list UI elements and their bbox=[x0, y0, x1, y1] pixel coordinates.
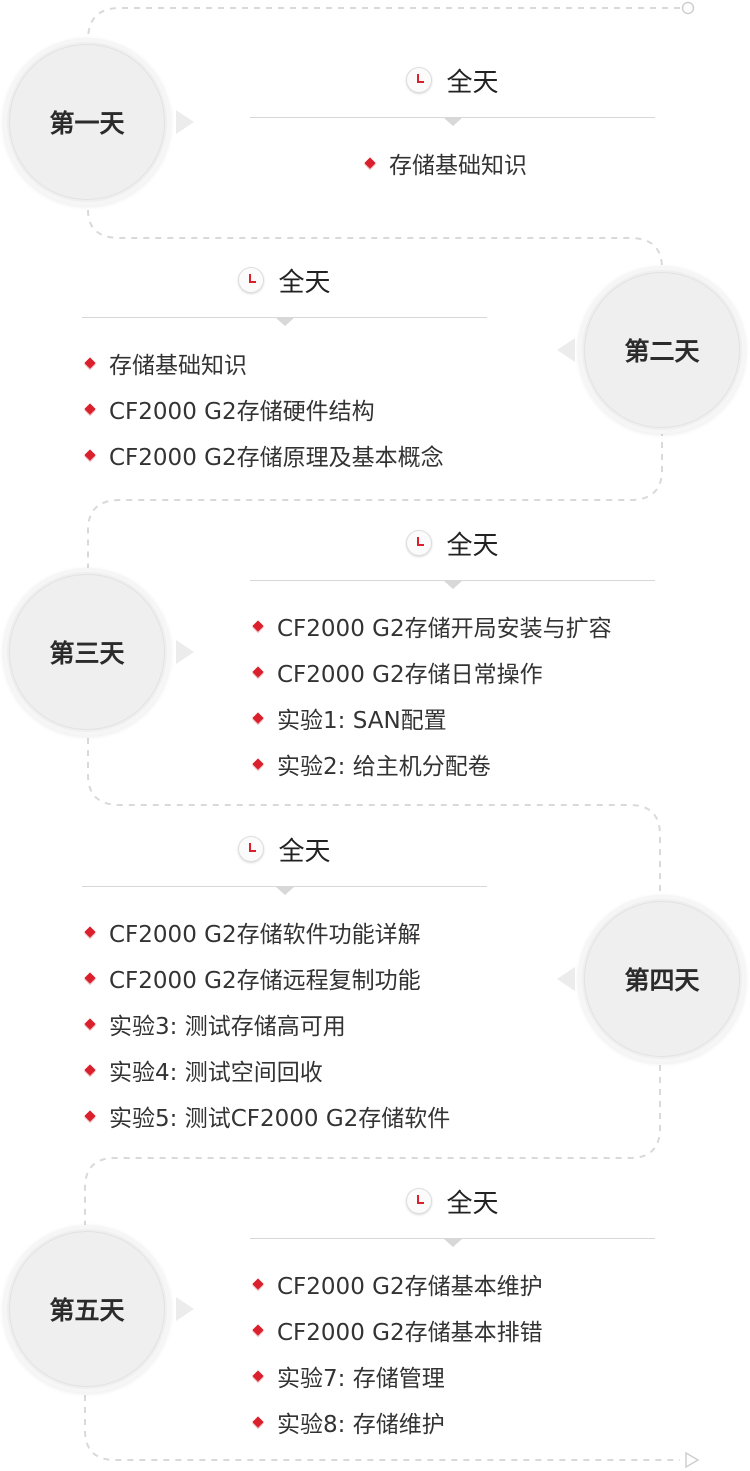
list-item: CF2000 G2存储开局安装与扩容 bbox=[250, 603, 655, 649]
list-item: 存储基础知识 bbox=[250, 140, 655, 186]
diamond-bullet-icon bbox=[252, 712, 264, 724]
list-item: CF2000 G2存储原理及基本概念 bbox=[82, 432, 487, 478]
day-block-3: 全天 CF2000 G2存储开局安装与扩容 CF2000 G2存储日常操作 实验… bbox=[250, 518, 655, 787]
item-list: CF2000 G2存储开局安装与扩容 CF2000 G2存储日常操作 实验1: … bbox=[250, 581, 655, 787]
item-list: CF2000 G2存储基本维护 CF2000 G2存储基本排错 实验7: 存储管… bbox=[250, 1239, 655, 1445]
list-item: 实验3: 测试存储高可用 bbox=[82, 1001, 487, 1047]
pointer-icon bbox=[176, 1297, 194, 1321]
circle-end-icon bbox=[681, 1, 695, 15]
list-item: 实验5: 测试CF2000 G2存储软件 bbox=[82, 1093, 487, 1139]
clock-icon bbox=[238, 836, 265, 862]
item-list: CF2000 G2存储软件功能详解 CF2000 G2存储远程复制功能 实验3:… bbox=[82, 887, 487, 1139]
divider bbox=[82, 317, 487, 326]
pointer-icon bbox=[176, 110, 194, 134]
day-circle-5: 第五天 bbox=[3, 1225, 171, 1393]
arrow-end-icon bbox=[685, 1451, 700, 1469]
diamond-bullet-icon bbox=[252, 1416, 264, 1428]
day-circle-2: 第二天 bbox=[578, 266, 746, 434]
list-item: CF2000 G2存储基本维护 bbox=[250, 1261, 655, 1307]
diamond-bullet-icon bbox=[84, 1064, 96, 1076]
diamond-bullet-icon bbox=[84, 403, 96, 415]
time-header: 全天 bbox=[250, 1176, 655, 1226]
list-item: 实验8: 存储维护 bbox=[250, 1399, 655, 1445]
day-label: 第四天 bbox=[624, 966, 700, 995]
divider bbox=[250, 580, 655, 589]
time-header: 全天 bbox=[250, 518, 655, 568]
diamond-bullet-icon bbox=[84, 926, 96, 938]
list-item: 存储基础知识 bbox=[82, 340, 487, 386]
time-label: 全天 bbox=[446, 1188, 499, 1219]
divider bbox=[250, 1238, 655, 1247]
time-label: 全天 bbox=[446, 67, 499, 98]
day-circle-4: 第四天 bbox=[578, 895, 746, 1063]
time-header: 全天 bbox=[250, 55, 655, 105]
time-label: 全天 bbox=[278, 267, 331, 298]
diamond-bullet-icon bbox=[252, 620, 264, 632]
diamond-bullet-icon bbox=[84, 1018, 96, 1030]
list-item: CF2000 G2存储软件功能详解 bbox=[82, 909, 487, 955]
diamond-bullet-icon bbox=[364, 157, 376, 169]
day-block-2: 全天 存储基础知识 CF2000 G2存储硬件结构 CF2000 G2存储原理及… bbox=[82, 255, 487, 478]
day-block-5: 全天 CF2000 G2存储基本维护 CF2000 G2存储基本排错 实验7: … bbox=[250, 1176, 655, 1445]
clock-icon bbox=[406, 1188, 433, 1214]
divider bbox=[82, 886, 487, 895]
list-item: 实验1: SAN配置 bbox=[250, 695, 655, 741]
diamond-bullet-icon bbox=[252, 758, 264, 770]
list-item: 实验7: 存储管理 bbox=[250, 1353, 655, 1399]
diamond-bullet-icon bbox=[252, 1370, 264, 1382]
time-label: 全天 bbox=[446, 530, 499, 561]
day-block-1: 全天 存储基础知识 bbox=[250, 55, 655, 186]
pointer-icon bbox=[557, 338, 575, 362]
day-label: 第五天 bbox=[49, 1296, 125, 1325]
diamond-bullet-icon bbox=[84, 357, 96, 369]
day-label: 第二天 bbox=[624, 337, 700, 366]
time-header: 全天 bbox=[82, 824, 487, 874]
pointer-icon bbox=[557, 967, 575, 991]
diamond-bullet-icon bbox=[84, 1110, 96, 1122]
divider bbox=[250, 117, 655, 126]
list-item: CF2000 G2存储日常操作 bbox=[250, 649, 655, 695]
item-list: 存储基础知识 bbox=[250, 118, 655, 186]
day-label: 第一天 bbox=[49, 109, 125, 138]
pointer-icon bbox=[176, 640, 194, 664]
time-header: 全天 bbox=[82, 255, 487, 305]
day-label: 第三天 bbox=[49, 639, 125, 668]
clock-icon bbox=[406, 530, 433, 556]
list-item: 实验2: 给主机分配卷 bbox=[250, 741, 655, 787]
list-item: CF2000 G2存储基本排错 bbox=[250, 1307, 655, 1353]
diamond-bullet-icon bbox=[252, 666, 264, 678]
clock-icon bbox=[406, 67, 433, 93]
day-circle-3: 第三天 bbox=[3, 568, 171, 736]
diamond-bullet-icon bbox=[84, 972, 96, 984]
item-list: 存储基础知识 CF2000 G2存储硬件结构 CF2000 G2存储原理及基本概… bbox=[82, 318, 487, 478]
time-label: 全天 bbox=[278, 836, 331, 867]
diamond-bullet-icon bbox=[252, 1278, 264, 1290]
clock-icon bbox=[238, 267, 265, 293]
list-item: 实验4: 测试空间回收 bbox=[82, 1047, 487, 1093]
list-item: CF2000 G2存储硬件结构 bbox=[82, 386, 487, 432]
day-circle-1: 第一天 bbox=[3, 38, 171, 206]
day-block-4: 全天 CF2000 G2存储软件功能详解 CF2000 G2存储远程复制功能 实… bbox=[82, 824, 487, 1139]
list-item: CF2000 G2存储远程复制功能 bbox=[82, 955, 487, 1001]
diamond-bullet-icon bbox=[252, 1324, 264, 1336]
diamond-bullet-icon bbox=[84, 449, 96, 461]
